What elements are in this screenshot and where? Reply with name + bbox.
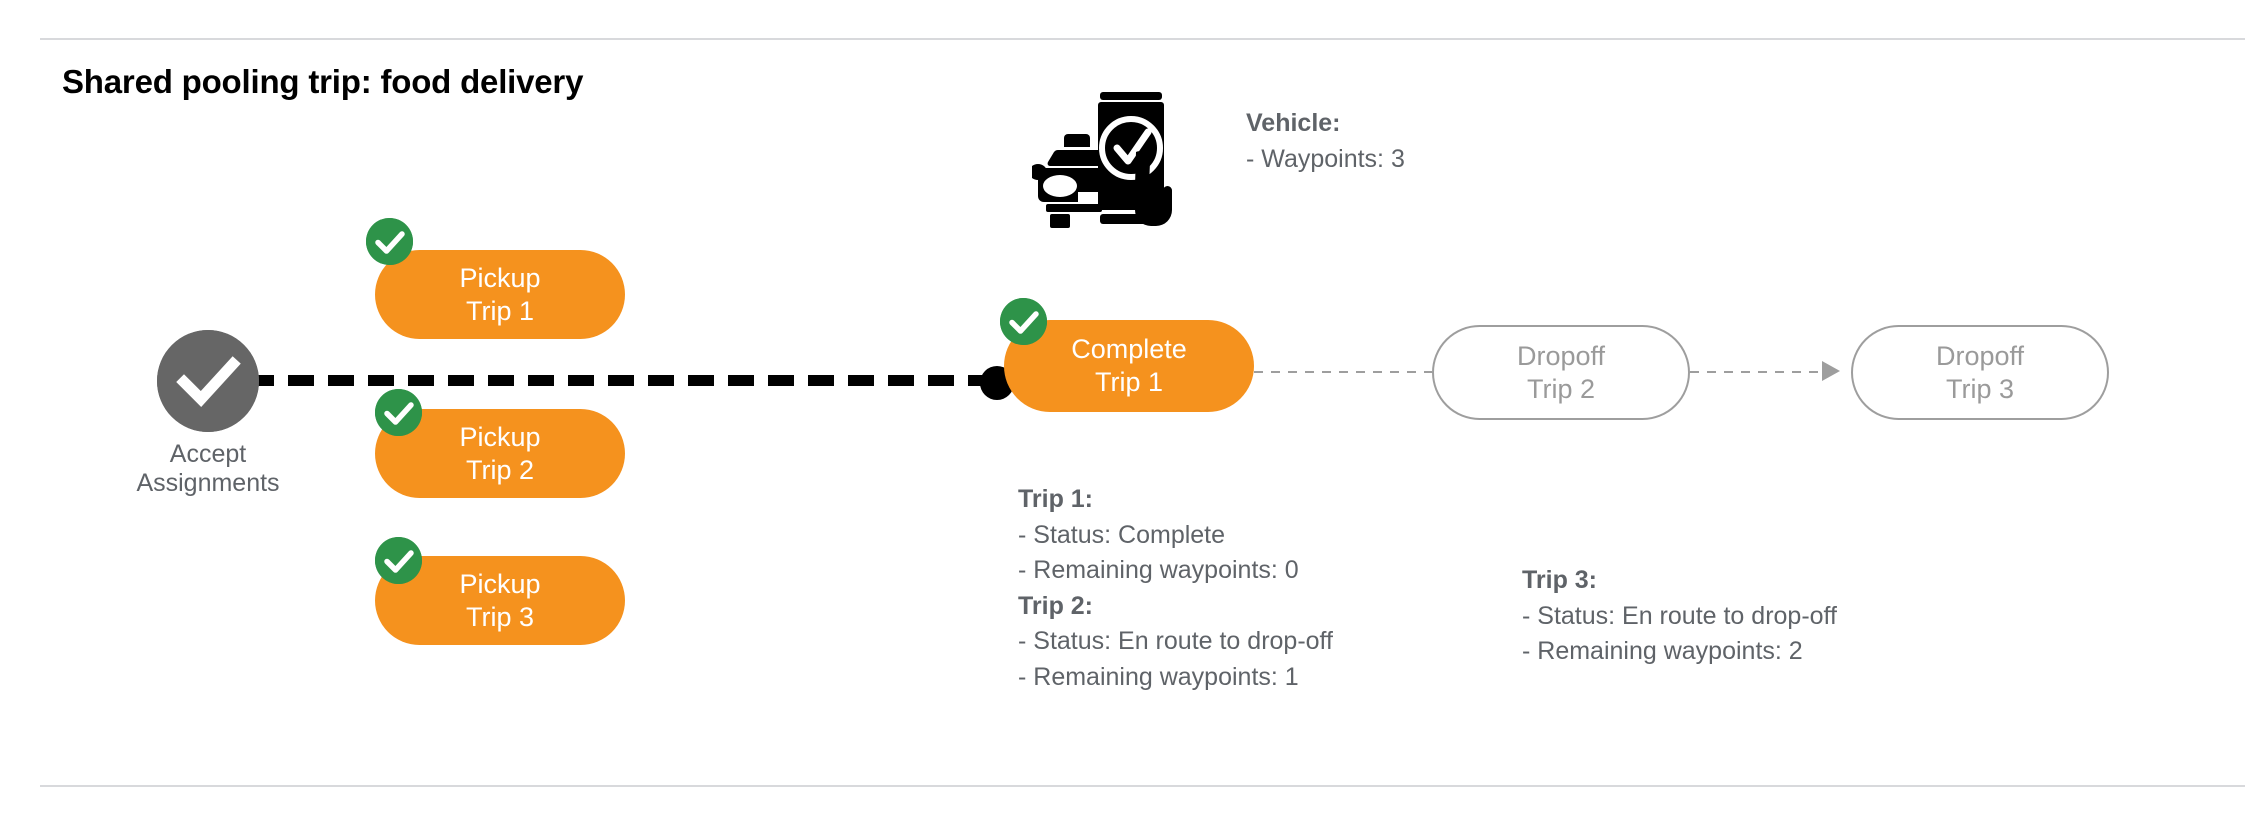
check-badge-icon-complete-1 [1000, 298, 1047, 345]
car-phone-tap-icon [1032, 88, 1184, 230]
dropoff-2-line1: Dropoff [1516, 340, 1606, 371]
trip-3-heading: Trip 3: [1522, 566, 1598, 594]
trip-details-right-block: Trip 3: - Status: En route to drop-off -… [1522, 563, 1837, 670]
dropoff-3-line1: Dropoff [1935, 340, 2025, 371]
trip-1-heading: Trip 1: [1018, 485, 1094, 513]
node-complete-trip-1[interactable]: Complete Trip 1 [1004, 320, 1254, 412]
dropoff-3-line2: Trip 3 [1945, 373, 2014, 404]
pickup-1-line1: Pickup [459, 262, 541, 293]
node-dropoff-trip-2[interactable]: Dropoff Trip 2 [1432, 325, 1690, 420]
dashed-segment [248, 375, 990, 386]
connector-accept-to-complete [248, 366, 1014, 400]
trip-1-waypoints-line: - Remaining waypoints: 0 [1018, 556, 1299, 584]
vehicle-waypoints-line: - Waypoints: 3 [1246, 144, 1405, 173]
check-badge-icon-pickup-3 [375, 537, 422, 584]
pickup-1-line2: Trip 1 [465, 295, 534, 326]
pickup-3-line2: Trip 3 [465, 601, 534, 632]
trip-2-status-line: - Status: En route to drop-off [1018, 627, 1333, 655]
dropoff-2-line2: Trip 2 [1526, 373, 1595, 404]
trip-2-heading: Trip 2: [1018, 591, 1094, 620]
trip-3-status-line: - Status: En route to drop-off [1522, 601, 1837, 630]
complete-1-line2: Trip 1 [1094, 367, 1163, 397]
trip-2-waypoints-line: - Remaining waypoints: 1 [1018, 662, 1299, 691]
pickup-2-line2: Trip 2 [465, 454, 534, 485]
trip-3-waypoints-line: - Remaining waypoints: 2 [1522, 637, 1803, 665]
node-accept-assignments[interactable]: Accept Assignments [136, 330, 280, 497]
complete-1-line1: Complete [1071, 334, 1187, 365]
pickup-2-line1: Pickup [459, 421, 541, 452]
arrow-head-icon [1822, 361, 1840, 381]
trip-1-status-line: - Status: Complete [1018, 520, 1226, 549]
node-accept-label: Accept Assignments [109, 440, 307, 498]
check-badge-icon-pickup-2 [375, 389, 422, 436]
accept-label-line1: Accept [169, 440, 247, 468]
vehicle-info-heading: Vehicle: [1246, 109, 1341, 137]
check-badge-icon-pickup-1 [366, 218, 413, 265]
node-pickup-trip-1[interactable]: Pickup Trip 1 [375, 250, 625, 339]
top-divider [40, 38, 2245, 40]
vehicle-info-block: Vehicle: - Waypoints: 3 [1246, 106, 1405, 177]
check-circle-icon [157, 330, 259, 432]
node-dropoff-trip-3[interactable]: Dropoff Trip 3 [1851, 325, 2109, 420]
pickup-3-line1: Pickup [459, 568, 541, 599]
bottom-divider [40, 785, 2245, 787]
page-title: Shared pooling trip: food delivery [62, 63, 584, 100]
connector-complete-to-dropoff2 [1254, 371, 1432, 373]
accept-label-line2: Assignments [136, 468, 280, 497]
connector-dropoff2-to-dropoff3 [1690, 371, 1830, 373]
trip-details-left-block: Trip 1: - Status: Complete - Remaining w… [1018, 482, 1333, 695]
